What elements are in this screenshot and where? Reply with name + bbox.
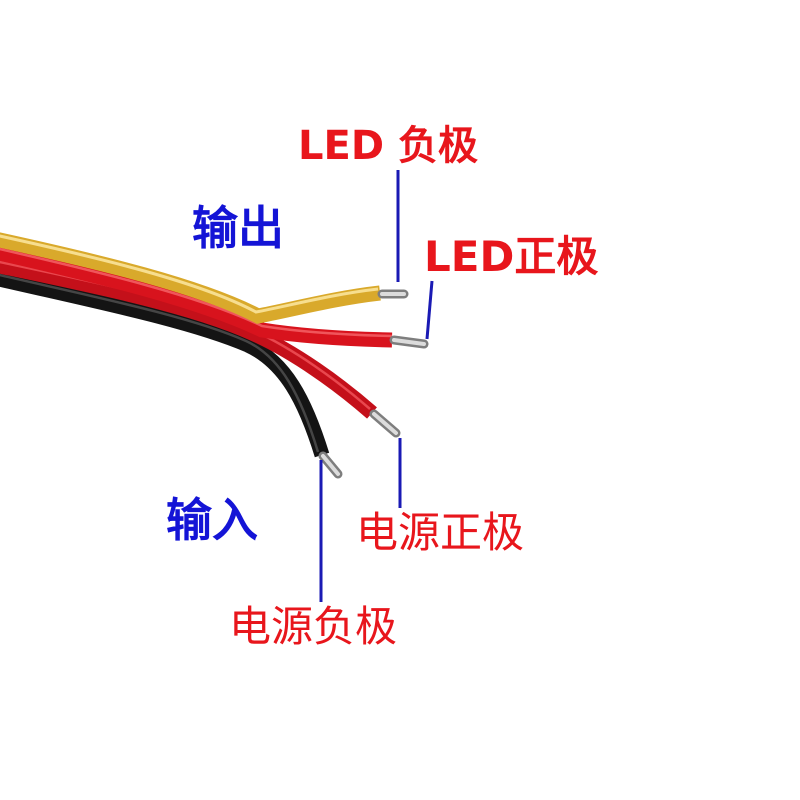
black-wire [0, 271, 343, 479]
label-power-negative: 电源负极 [229, 602, 398, 651]
red-wire-upper [0, 245, 429, 349]
label-input: 输入 [166, 493, 258, 547]
red-wire-upper-bare-tip [389, 335, 429, 349]
black-wire-bare-tip [318, 451, 343, 479]
yellow-wire [0, 232, 409, 324]
red-wire-lower-bare-tip [369, 409, 401, 438]
label-led-negative: LED 负极 [298, 123, 478, 169]
label-output: 输出 [192, 201, 284, 255]
label-led-positive: LED正极 [424, 232, 599, 281]
pointer-led-positive [425, 280, 434, 340]
label-power-positive: 电源正极 [356, 508, 525, 557]
